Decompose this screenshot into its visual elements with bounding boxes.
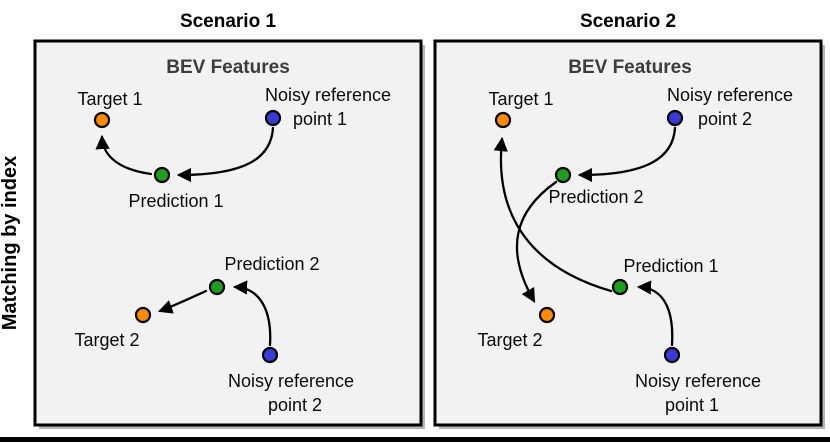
y-axis-label: Matching by index: [0, 156, 21, 330]
noisy-ref-top-line1-s1: Noisy reference: [265, 85, 391, 105]
arrow-s2-ref1-to-pred1: [636, 280, 674, 347]
target-2-label-s2: Target 2: [477, 330, 542, 350]
noisy-reference-2-dot-s1: [261, 346, 279, 364]
bev-features-label-s2: BEV Features: [568, 57, 692, 78]
arrow-s2-pred1-to-target1: [493, 136, 613, 293]
target-1-label-s2: Target 1: [488, 89, 553, 109]
prediction-1-label-s1: Prediction 1: [128, 191, 223, 211]
noisy-ref-bottom-line2-s2: point 1: [665, 395, 719, 415]
target-1-label-s1: Target 1: [77, 89, 142, 109]
prediction-1-dot-s1: [153, 166, 171, 184]
target-1-dot-s2: [494, 111, 512, 129]
arrow-s2-ref2-to-pred2: [577, 126, 677, 183]
target-2-dot-s2: [538, 306, 556, 324]
noisy-ref-bottom-line2-s1: point 2: [268, 395, 322, 415]
prediction-1-dot-s2: [611, 278, 629, 296]
scenario-1-title: Scenario 1: [180, 11, 277, 32]
noisy-ref-bottom-line1-s1: Noisy reference: [228, 371, 354, 391]
bottom-rule: [0, 437, 830, 442]
prediction-1-label-s2: Prediction 1: [623, 256, 718, 276]
prediction-2-dot-s2: [554, 166, 572, 184]
noisy-ref-top-line2-s1: point 1: [293, 109, 347, 129]
noisy-ref-top-line1-s2: Noisy reference: [667, 85, 793, 105]
panel-scenario-2: [433, 39, 823, 427]
target-2-dot-s1: [134, 306, 152, 324]
arrow-s1-pred2-to-target2: [157, 289, 208, 314]
target-2-label-s1: Target 2: [74, 330, 139, 350]
noisy-reference-1-dot-s2: [663, 346, 681, 364]
target-1-dot-s1: [93, 111, 111, 129]
arrow-s2-pred2-to-target2: [515, 180, 558, 303]
arrow-s1-ref2-to-pred2: [232, 280, 272, 347]
noisy-ref-bottom-line1-s2: Noisy reference: [635, 371, 761, 391]
bev-features-label-s1: BEV Features: [166, 57, 290, 78]
prediction-2-label-s1: Prediction 2: [224, 254, 319, 274]
scenario-2-title: Scenario 2: [580, 11, 676, 32]
arrow-s1-pred1-to-target1: [95, 134, 153, 176]
prediction-2-dot-s1: [208, 278, 226, 296]
arrow-s1-ref1-to-pred1: [176, 126, 275, 183]
panel-scenario-1: [33, 39, 423, 427]
noisy-ref-top-line2-s2: point 2: [698, 109, 752, 129]
noisy-reference-1-dot-s1: [264, 109, 282, 127]
prediction-2-label-s2: Prediction 2: [548, 187, 643, 207]
noisy-reference-2-dot-s2: [666, 109, 684, 127]
